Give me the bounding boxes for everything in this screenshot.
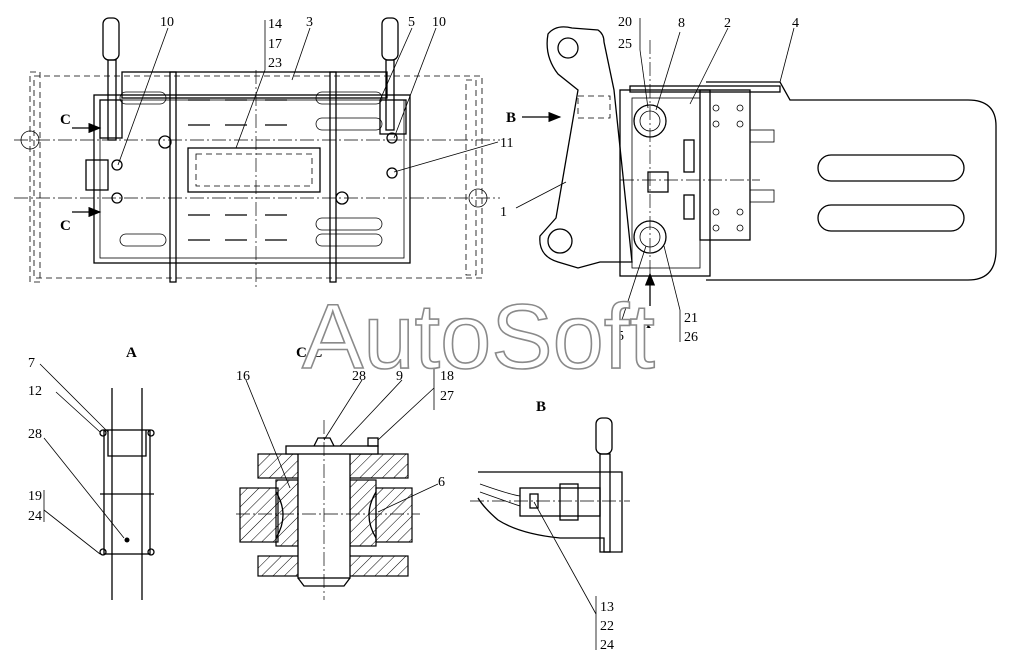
callout-15: 15 <box>610 329 624 344</box>
callout-28-cc: 28 <box>352 369 366 384</box>
callout-19: 19 <box>28 489 42 504</box>
view-b-body <box>477 471 623 553</box>
arrow-label-a: A <box>640 316 651 332</box>
callout-21: 21 <box>684 311 698 326</box>
plan-center-hidden <box>195 153 313 187</box>
callout-18: 18 <box>440 369 454 384</box>
section-cc <box>236 420 420 600</box>
callout-8: 8 <box>678 16 685 31</box>
plan-right-bar <box>329 71 337 283</box>
callout-23: 23 <box>268 56 282 71</box>
leader-lines <box>39 18 795 650</box>
plan-phantom-outline <box>33 75 483 279</box>
callout-6: 6 <box>438 475 445 490</box>
callout-1: 1 <box>500 205 507 220</box>
watermark: AutoSoft <box>302 286 655 388</box>
callout-2: 2 <box>724 16 731 31</box>
callout-25: 25 <box>618 37 632 52</box>
callout-10-left: 10 <box>160 15 174 30</box>
view-title-a: A <box>126 345 137 361</box>
side-view <box>522 26 997 306</box>
callout-10-right: 10 <box>432 15 446 30</box>
plan-phantom-left <box>29 71 41 283</box>
callout-26: 26 <box>684 330 698 345</box>
plan-left-hinge <box>85 159 109 191</box>
arrow-label-c-top: C <box>60 112 71 128</box>
callout-12: 12 <box>28 384 42 399</box>
plan-hole-1 <box>111 159 123 171</box>
callout-5: 5 <box>408 15 415 30</box>
plan-phantom-right <box>465 79 477 276</box>
callout-20: 20 <box>618 15 632 30</box>
view-a-clamp <box>103 429 151 555</box>
callout-9: 9 <box>396 369 403 384</box>
view-b <box>470 417 630 553</box>
callout-22: 22 <box>600 619 614 634</box>
callout-4: 4 <box>792 16 799 31</box>
plan-right-handle <box>381 17 399 61</box>
callout-24-a: 24 <box>28 509 42 524</box>
arrow-label-c-bottom: C <box>60 218 71 234</box>
callout-17: 17 <box>268 37 282 52</box>
callout-7: 7 <box>28 356 35 371</box>
arrow-label-b: B <box>506 110 516 126</box>
plan-left-handle <box>102 17 120 61</box>
callout-11: 11 <box>500 136 513 151</box>
side-slot-2 <box>817 204 965 232</box>
side-frame <box>619 89 711 277</box>
callout-3: 3 <box>306 15 313 30</box>
plan-view <box>14 17 500 290</box>
callout-27: 27 <box>440 389 454 404</box>
side-bolt-grid <box>712 104 744 232</box>
callout-24-b: 24 <box>600 638 614 653</box>
plan-main-frame <box>93 94 411 264</box>
callout-28-a: 28 <box>28 427 42 442</box>
side-slot-1 <box>817 154 965 182</box>
callout-16: 16 <box>236 369 250 384</box>
side-arm-4 <box>706 81 997 281</box>
view-a <box>99 388 155 600</box>
side-body-1 <box>539 26 633 269</box>
plan-slots <box>119 91 383 247</box>
callout-13: 13 <box>600 600 614 615</box>
callout-14: 14 <box>268 17 282 32</box>
plan-left-bar <box>169 71 177 283</box>
plan-inner-frame <box>99 99 405 259</box>
plan-center-box <box>187 147 321 193</box>
view-title-b: B <box>536 399 546 415</box>
view-title-cc: C-C <box>296 345 323 361</box>
